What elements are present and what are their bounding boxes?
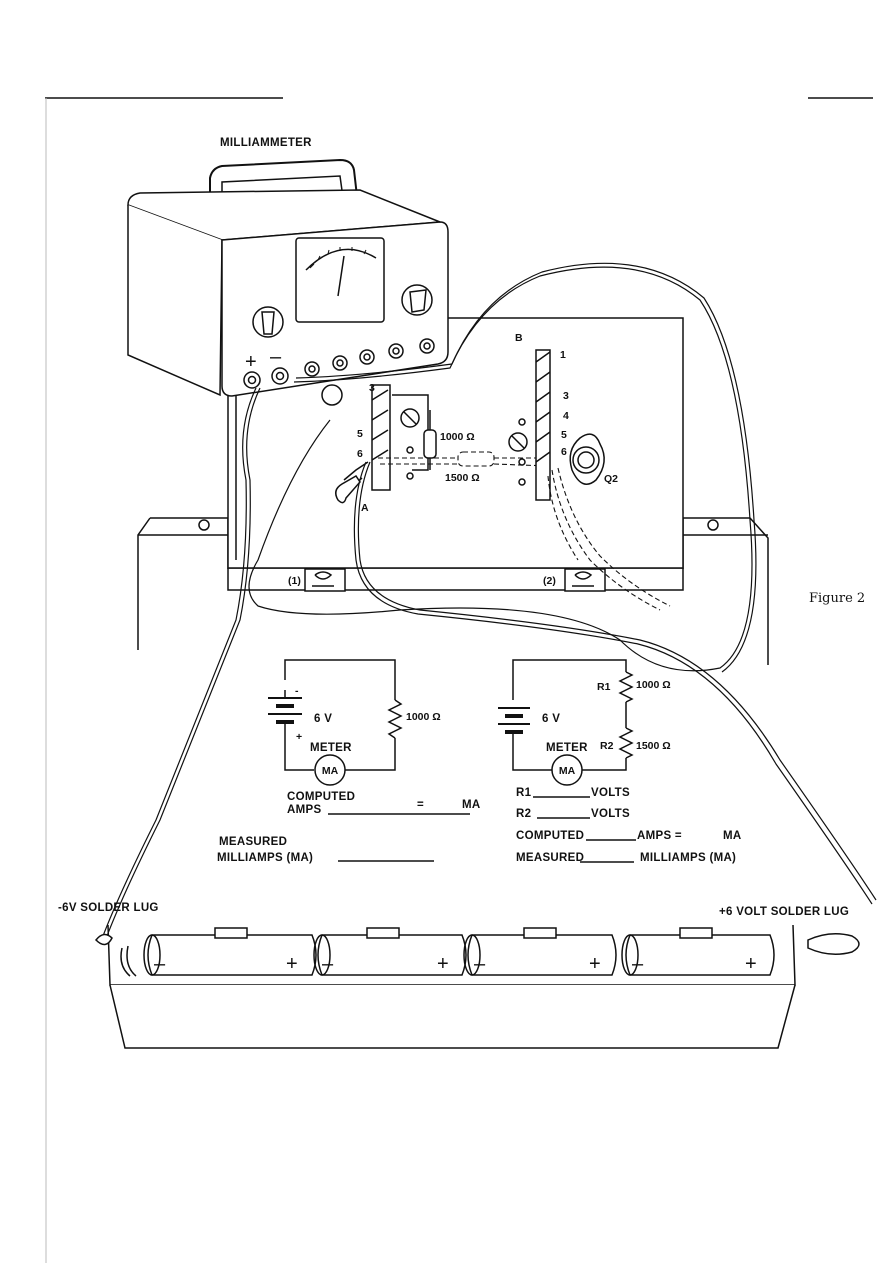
meter-minus-label: – [270, 346, 282, 368]
cell-1-minus: – [154, 953, 166, 975]
lug-b-6: 6 [561, 446, 567, 458]
c2-r1-volts-label: R1 [516, 787, 532, 799]
cell-1-plus: + [286, 953, 298, 975]
cell-3-minus: – [474, 953, 486, 975]
c2-amps-label: AMPS = [637, 830, 682, 842]
schematic-1-battery-minus: - [295, 685, 299, 697]
schematic-2-battery [498, 707, 530, 734]
c1-equals: = [417, 799, 424, 811]
cell-2-plus: + [437, 953, 449, 975]
cell-4-plus: + [745, 953, 757, 975]
transistor-q2 [569, 433, 605, 485]
schematic-1-meter-symbol: MA [322, 765, 339, 777]
lug-b-1: 1 [560, 349, 566, 361]
schematic-1-battery [268, 697, 302, 724]
schematic-2-r1-label: R1 [597, 681, 611, 693]
pos-solder-lug-label: +6 VOLT SOLDER LUG [719, 906, 849, 918]
resistor-1500-board [378, 451, 549, 467]
schematic-2-meter-label: METER [546, 742, 588, 754]
milliammeter [127, 158, 449, 397]
lug-a-3: 3 [369, 382, 375, 394]
schematic-2-r2-value: 1500 Ω [636, 740, 671, 752]
lug-b-4: 4 [563, 410, 569, 422]
battery-cell-1 [143, 927, 317, 976]
lug-b-3: 3 [563, 390, 569, 402]
schematic-1-meter [314, 754, 346, 786]
c1-ma-unit: MA [462, 799, 481, 811]
lug-a-6: 6 [357, 448, 363, 460]
neg-solder-lug-label: -6V SOLDER LUG [58, 902, 159, 914]
schematic-1-battery-plus: + [296, 731, 302, 743]
c1-milliamps-label: MILLIAMPS (MA) [217, 852, 313, 864]
battery-cells [143, 927, 775, 976]
c1-computed-label: COMPUTED [287, 791, 355, 803]
schematic-2-meter-symbol: MA [559, 765, 576, 777]
c2-r1-volts-unit: VOLTS [591, 787, 630, 799]
c2-ma-unit: MA [723, 830, 742, 842]
battery-cell-2 [313, 927, 467, 976]
schematic-1-resistor [387, 699, 403, 739]
resistor-1500-label: 1500 Ω [445, 472, 480, 484]
meter-needle [337, 255, 345, 297]
c1-measured-label: MEASURED [219, 836, 287, 848]
cell-4-minus: – [632, 953, 644, 975]
battery-cell-4 [621, 927, 775, 976]
c2-r2-volts-unit: VOLTS [591, 808, 630, 820]
alligator-clip-a [335, 475, 361, 504]
meter-plus-label: + [245, 351, 257, 373]
schematic-1-meter-label: METER [310, 742, 352, 754]
schematic-1-battery-label: 6 V [314, 713, 332, 725]
schematic-2-r1 [618, 671, 634, 703]
milliammeter-label: MILLIAMMETER [220, 137, 312, 149]
schematic-1-resistor-label: 1000 Ω [406, 711, 441, 723]
pos-alligator-clip [807, 933, 860, 955]
c2-measured-label: MEASURED [516, 852, 584, 864]
c1-amps-label: AMPS [287, 804, 321, 816]
battery-holder [94, 924, 860, 1049]
battery-cell-3 [463, 927, 617, 976]
cell-2-minus: – [322, 953, 334, 975]
schematic-2-r2 [618, 727, 634, 759]
schematic-2-meter [551, 754, 583, 786]
clip-2-label: (2) [543, 575, 556, 587]
meter-knob-left [252, 306, 284, 338]
meter-jacks [243, 338, 435, 389]
terminal-strip-a [321, 384, 429, 504]
resistor-1000-label: 1000 Ω [440, 431, 475, 443]
clip-1-label: (1) [288, 575, 301, 587]
terminal-b-label: B [515, 332, 523, 344]
schematic-2-r2-label: R2 [600, 740, 614, 752]
c2-milliamps-label: MILLIAMPS (MA) [640, 852, 736, 864]
meter-handle [209, 158, 359, 210]
schematic-2-battery-label: 6 V [542, 713, 560, 725]
terminal-a-label: A [361, 502, 369, 514]
schematic-2 [498, 659, 634, 786]
schematic-2-r1-value: 1000 Ω [636, 679, 671, 691]
wires [99, 262, 877, 945]
neg-solder-lug [94, 933, 113, 946]
terminal-strip-b [508, 349, 551, 501]
transistor-label: Q2 [604, 473, 618, 485]
schematic-1 [268, 659, 403, 786]
c2-computed-label: COMPUTED [516, 830, 584, 842]
lug-a-5: 5 [357, 428, 363, 440]
figure-label: Figure 2 [809, 591, 865, 606]
cell-3-plus: + [589, 953, 601, 975]
lug-b-5: 5 [561, 429, 567, 441]
c2-r2-volts-label: R2 [516, 808, 531, 820]
